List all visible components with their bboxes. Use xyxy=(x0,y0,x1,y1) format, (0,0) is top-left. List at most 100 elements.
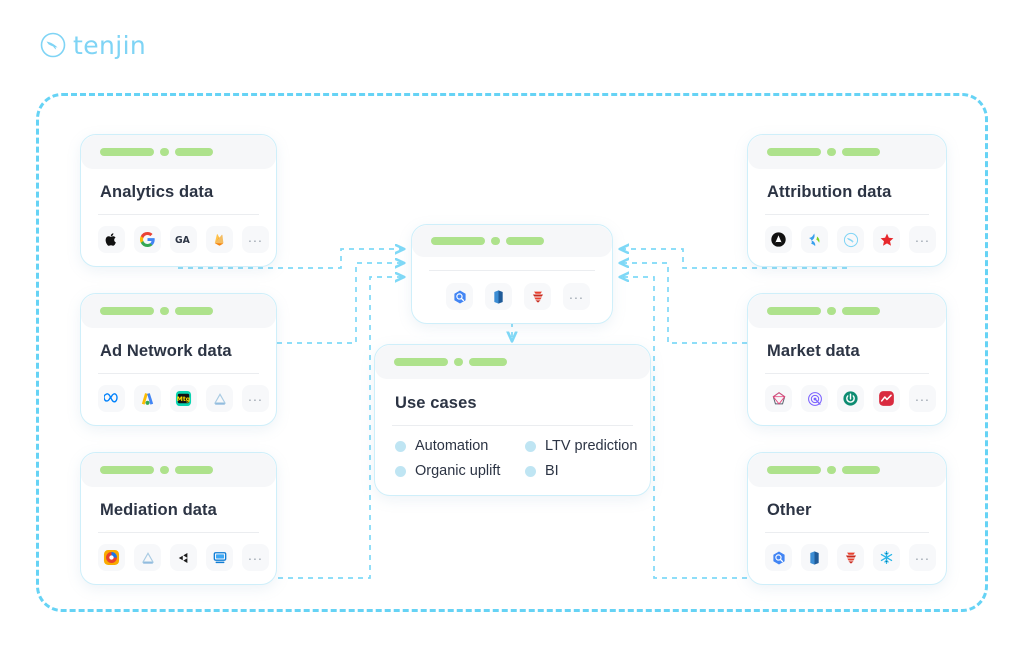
redshift-icon[interactable] xyxy=(801,544,828,571)
overflow-label: ... xyxy=(915,229,930,245)
placeholder-pill-dot xyxy=(160,307,169,315)
icon-row: Mtg ... xyxy=(81,374,276,425)
redshift-icon[interactable] xyxy=(485,283,512,310)
unity-icon[interactable] xyxy=(170,544,197,571)
card-ad-network-data[interactable]: Ad Network data Mtg xyxy=(80,293,277,426)
google-ads-icon[interactable] xyxy=(134,385,161,412)
card-market-data[interactable]: Market data xyxy=(747,293,947,426)
more-icon[interactable]: ... xyxy=(563,283,590,310)
placeholder-pill-long xyxy=(767,466,821,474)
use-case-list: Automation LTV prediction Organic uplift… xyxy=(375,426,650,495)
admob-icon[interactable] xyxy=(98,544,125,571)
placeholder-pill-dot xyxy=(160,148,169,156)
divider xyxy=(392,425,633,426)
card-attribution-data[interactable]: Attribution data xyxy=(747,134,947,267)
card-other[interactable]: Other xyxy=(747,452,947,585)
bigquery-icon[interactable] xyxy=(765,544,792,571)
placeholder-pill-long xyxy=(767,148,821,156)
bullet-dot-icon xyxy=(525,440,536,452)
ironsource-icon[interactable] xyxy=(206,544,233,571)
card-center-hub[interactable]: ... xyxy=(411,224,613,324)
divider xyxy=(98,532,259,533)
google-analytics-icon[interactable]: GA xyxy=(170,226,197,253)
databricks-icon[interactable] xyxy=(837,544,864,571)
list-item[interactable]: LTV prediction xyxy=(525,438,650,454)
card-title: Use cases xyxy=(395,394,477,412)
divider xyxy=(765,214,929,215)
bigquery-icon[interactable] xyxy=(446,283,473,310)
bullet-dot-icon xyxy=(525,465,536,477)
adjust-icon[interactable] xyxy=(873,226,900,253)
tenjin-icon[interactable] xyxy=(837,226,864,253)
placeholder-pill-medium xyxy=(842,466,880,474)
apptopia-icon[interactable] xyxy=(873,385,900,412)
apple-icon[interactable] xyxy=(98,226,125,253)
card-title: Analytics data xyxy=(100,183,214,201)
placeholder-pill-dot xyxy=(160,466,169,474)
more-icon[interactable]: ... xyxy=(909,385,936,412)
placeholder-pill-long xyxy=(767,307,821,315)
card-header-placeholder xyxy=(375,345,650,379)
applovin-icon[interactable] xyxy=(134,544,161,571)
icon-row: ... xyxy=(412,271,612,323)
bullet-dot-icon xyxy=(395,440,406,452)
firebase-icon[interactable] xyxy=(206,226,233,253)
icon-row: GA ... xyxy=(81,215,276,266)
placeholder-pill-long xyxy=(100,466,154,474)
card-title: Other xyxy=(767,501,812,519)
more-icon[interactable]: ... xyxy=(909,544,936,571)
list-item-label: BI xyxy=(545,463,559,479)
divider xyxy=(765,532,929,533)
overflow-label: ... xyxy=(915,388,930,404)
list-item[interactable]: Automation xyxy=(395,438,525,454)
applovin-icon[interactable] xyxy=(206,385,233,412)
tenjin-bird-circle-icon xyxy=(40,32,66,58)
more-icon[interactable]: ... xyxy=(242,226,269,253)
placeholder-pill-medium xyxy=(469,358,507,366)
appmagic-icon[interactable] xyxy=(801,385,828,412)
snowflake-icon[interactable] xyxy=(873,544,900,571)
overflow-label: ... xyxy=(248,547,263,563)
list-item[interactable]: BI xyxy=(525,463,650,479)
svg-text:GA: GA xyxy=(175,235,191,246)
divider xyxy=(98,214,259,215)
icon-row: ... xyxy=(748,215,946,266)
brand-name: tenjin xyxy=(73,30,147,60)
more-icon[interactable]: ... xyxy=(909,226,936,253)
icon-row: ... xyxy=(81,533,276,584)
placeholder-pill-medium xyxy=(842,148,880,156)
branch-icon[interactable] xyxy=(801,226,828,253)
bullet-dot-icon xyxy=(395,465,406,477)
more-icon[interactable]: ... xyxy=(242,544,269,571)
icon-row: ... xyxy=(748,374,946,425)
placeholder-pill-medium xyxy=(175,466,213,474)
card-mediation-data[interactable]: Mediation data xyxy=(80,452,277,585)
more-icon[interactable]: ... xyxy=(242,385,269,412)
placeholder-pill-medium xyxy=(506,237,544,245)
svg-text:Mtg: Mtg xyxy=(177,396,190,403)
placeholder-pill-dot xyxy=(827,148,836,156)
card-use-cases[interactable]: Use cases Automation LTV prediction Orga… xyxy=(374,344,651,496)
sensor-tower-icon[interactable] xyxy=(765,385,792,412)
card-header-placeholder xyxy=(81,453,276,487)
databricks-icon[interactable] xyxy=(524,283,551,310)
data-ai-icon[interactable] xyxy=(837,385,864,412)
card-analytics-data[interactable]: Analytics data GA xyxy=(80,134,277,267)
placeholder-pill-long xyxy=(100,307,154,315)
placeholder-pill-medium xyxy=(842,307,880,315)
google-icon[interactable] xyxy=(134,226,161,253)
connector-adnetwork-to-center xyxy=(277,263,404,344)
mintegral-icon[interactable]: Mtg xyxy=(170,385,197,412)
placeholder-pill-long xyxy=(431,237,485,245)
card-header-placeholder xyxy=(748,453,946,487)
card-header-placeholder xyxy=(81,294,276,328)
divider xyxy=(429,270,595,271)
list-item-label: LTV prediction xyxy=(545,438,638,454)
list-item[interactable]: Organic uplift xyxy=(395,463,525,479)
overflow-label: ... xyxy=(248,388,263,404)
placeholder-pill-medium xyxy=(175,307,213,315)
appsflyer-icon[interactable] xyxy=(765,226,792,253)
meta-icon[interactable] xyxy=(98,385,125,412)
icon-row: ... xyxy=(748,533,946,584)
